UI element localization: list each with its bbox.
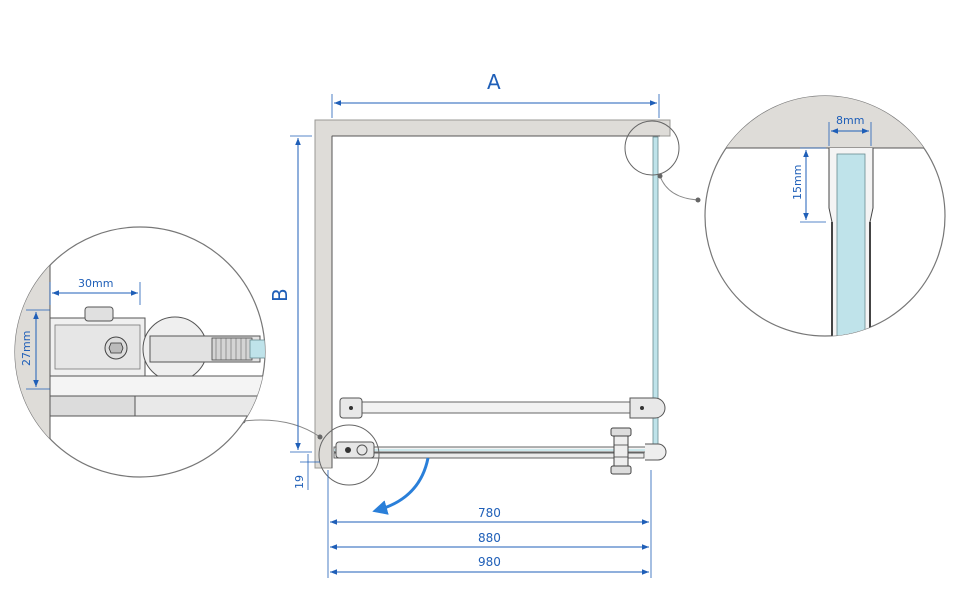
sliding-door-rails bbox=[333, 441, 667, 461]
dimension-980-label: 980 bbox=[478, 555, 501, 569]
detail-callout-top-right bbox=[624, 120, 701, 203]
detail-left-height-label: 27mm bbox=[20, 331, 33, 366]
dimension-780-label: 780 bbox=[478, 506, 501, 520]
detail-view-right bbox=[704, 95, 946, 337]
dimension-extension-lines bbox=[327, 470, 652, 578]
dimension-b bbox=[290, 135, 312, 453]
dimension-a bbox=[331, 94, 660, 118]
dimension-b-label: B bbox=[268, 288, 292, 302]
dimension-19 bbox=[300, 454, 320, 490]
detail-right-height-label: 15mm bbox=[791, 165, 804, 200]
door-handle bbox=[610, 427, 632, 475]
detail-right-width-label: 8mm bbox=[836, 114, 864, 127]
wall bbox=[314, 119, 671, 469]
dimension-880-label: 880 bbox=[478, 531, 501, 545]
detail-left-width-label: 30mm bbox=[78, 277, 113, 290]
dimension-19-label: 19 bbox=[293, 475, 306, 489]
stabilizer-bar bbox=[339, 397, 666, 419]
detail-view-left bbox=[14, 226, 266, 478]
dimension-a-label: A bbox=[487, 70, 501, 94]
door-opening-arrow bbox=[372, 457, 430, 515]
